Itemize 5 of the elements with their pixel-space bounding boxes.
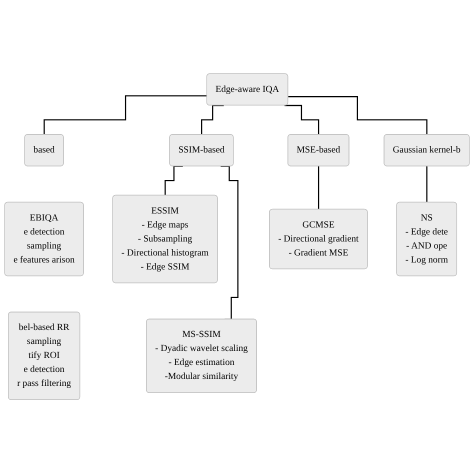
connector (318, 166, 320, 210)
connector (44, 96, 208, 136)
connector (288, 96, 428, 136)
connector (284, 105, 320, 136)
connector (426, 166, 428, 204)
